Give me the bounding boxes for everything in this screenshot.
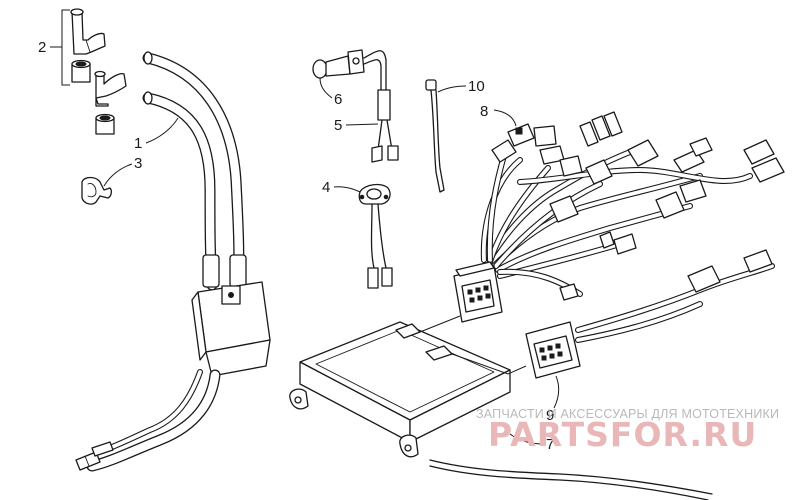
callout-6: 6 xyxy=(319,77,342,108)
sensor xyxy=(358,183,393,289)
kill-switch xyxy=(312,49,399,163)
harness-plug-pins xyxy=(467,285,491,303)
ignition-coil xyxy=(75,51,271,472)
callout-label: 7 xyxy=(546,436,554,453)
callout-1: 1 xyxy=(134,117,179,152)
callout-label: 1 xyxy=(134,135,142,152)
callout-9: 9 xyxy=(546,375,560,424)
callout-label: 4 xyxy=(322,179,330,196)
callout-label: 6 xyxy=(334,91,342,108)
callout-label: 10 xyxy=(468,78,485,95)
callout-label: 5 xyxy=(334,117,342,134)
cable-clip xyxy=(81,176,112,205)
callout-label: 3 xyxy=(134,155,142,172)
spark-plug-cap-set xyxy=(61,8,127,135)
callout-label: 8 xyxy=(480,103,488,120)
wiring-harness xyxy=(453,111,785,323)
watermark: ЗАПЧАСТИ И АКСЕССУАРЫ ДЛЯ МОТОТЕХНИКИ PA… xyxy=(476,407,779,454)
callout-7: 7 xyxy=(509,433,554,453)
callout-5: 5 xyxy=(334,117,379,134)
callout-label: 9 xyxy=(546,407,554,424)
cdi-connector xyxy=(525,249,775,379)
callout-4: 4 xyxy=(322,179,361,196)
callout-2: 2 xyxy=(38,39,62,56)
callout-label: 2 xyxy=(38,39,46,56)
callout-8: 8 xyxy=(480,103,517,127)
callout-3: 3 xyxy=(103,155,142,187)
cable-tie xyxy=(425,79,445,193)
callout-10: 10 xyxy=(437,78,485,95)
watermark-tagline: ЗАПЧАСТИ И АКСЕССУАРЫ ДЛЯ МОТОТЕХНИКИ xyxy=(476,407,779,421)
cdi-connector-pins xyxy=(539,343,563,361)
watermark-logo: PARTSFOR.RU xyxy=(488,415,757,454)
cdi-module xyxy=(289,315,713,500)
